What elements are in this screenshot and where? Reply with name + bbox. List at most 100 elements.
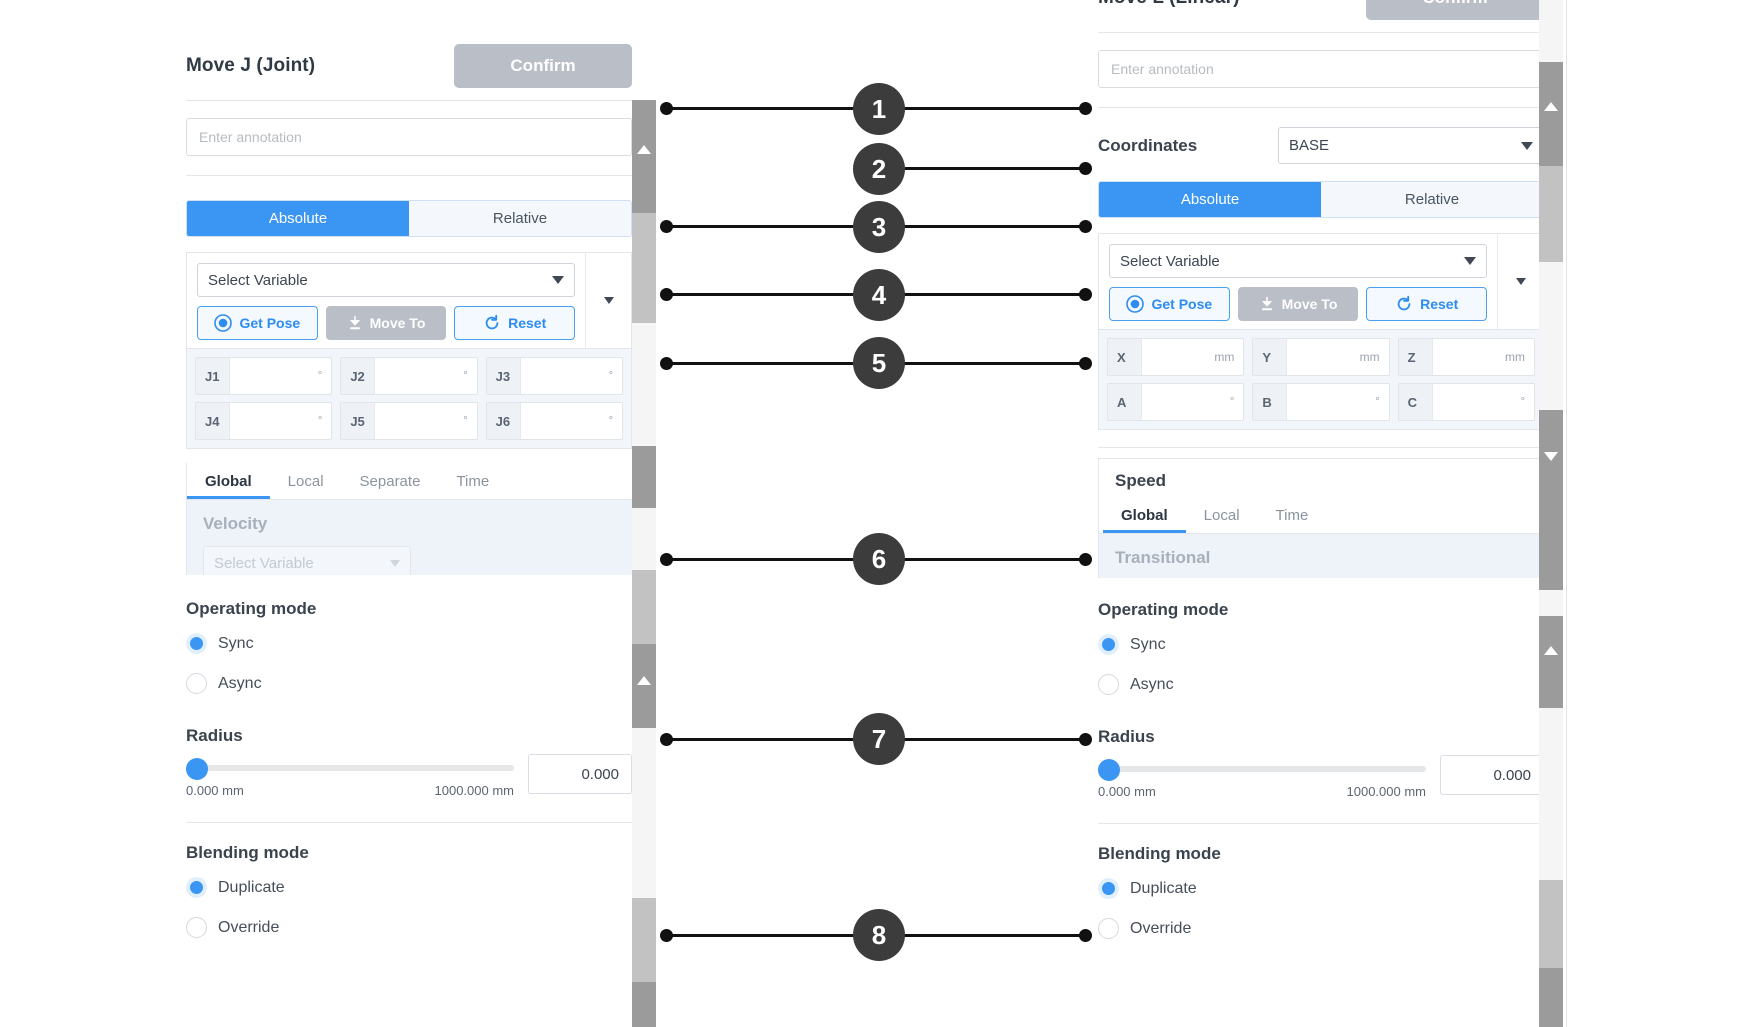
pose-field-x[interactable]: X mm [1107, 338, 1245, 376]
move-l-confirm-button[interactable]: Confirm [1366, 0, 1544, 20]
scrollbar-gap[interactable] [632, 508, 656, 570]
radius-slider[interactable] [1098, 759, 1426, 781]
radio-icon-selected[interactable] [1098, 878, 1119, 899]
scrollbar-thumb-mid[interactable] [632, 446, 656, 508]
move-j-expand-toggle[interactable] [585, 253, 631, 348]
joint-field-j5[interactable]: J5 ° [340, 402, 478, 440]
joint-field-j6[interactable]: J6 ° [485, 402, 623, 440]
move-j-move-to-button[interactable]: Move To [325, 306, 447, 340]
move-l-relative-tab[interactable]: Relative [1321, 182, 1543, 217]
move-j-speed-tabs[interactable]: Global Local Separate Time [187, 463, 632, 500]
move-l-mode-toggle[interactable]: Absolute Relative [1098, 181, 1544, 218]
move-j-confirm-button[interactable]: Confirm [454, 44, 632, 88]
move-j-reset-button[interactable]: Reset [454, 306, 576, 340]
joint-field-j4[interactable]: J4 ° [195, 402, 333, 440]
scrollbar-thumb-bottom[interactable] [1539, 968, 1563, 1027]
move-j-scrollbar[interactable] [632, 100, 656, 1027]
move-j-relative-tab[interactable]: Relative [409, 201, 631, 236]
move-l-move-to-button[interactable]: Move To [1237, 287, 1359, 321]
radio-duplicate[interactable]: Duplicate [186, 877, 632, 898]
pose-field-a[interactable]: A ° [1107, 383, 1245, 421]
scrollbar-track-bottom[interactable] [632, 898, 656, 982]
radio-sync[interactable]: Sync [186, 633, 632, 654]
scrollbar-thumb-lower[interactable] [632, 644, 656, 728]
move-j-variable-select[interactable]: Select Variable [197, 263, 575, 297]
scrollbar-track-upper[interactable] [1539, 166, 1563, 262]
radio-icon-selected[interactable] [1098, 634, 1119, 655]
scrollbar-thumb-mid[interactable] [1539, 410, 1563, 510]
scrollbar-thumb-top[interactable] [632, 100, 656, 213]
scrollbar-gap[interactable] [1539, 590, 1563, 616]
velocity-variable-select[interactable]: Select Variable [203, 546, 411, 575]
slider-track[interactable] [1109, 766, 1426, 772]
pose-field-value[interactable] [1433, 339, 1505, 375]
joint-field-j3[interactable]: J3 ° [485, 357, 623, 395]
pose-field-value[interactable] [1142, 339, 1214, 375]
radius-slider[interactable] [186, 758, 514, 780]
pose-field-b[interactable]: B ° [1252, 383, 1390, 421]
scroll-down-arrow-icon[interactable] [1544, 452, 1558, 461]
slider-track[interactable] [197, 765, 514, 771]
scrollbar-gap[interactable] [632, 728, 656, 898]
radio-icon-selected[interactable] [186, 877, 207, 898]
tab-local[interactable]: Local [1203, 507, 1240, 524]
scrollbar-track-upper[interactable] [632, 213, 656, 323]
scrollbar-gap[interactable] [1539, 0, 1563, 62]
radio-icon[interactable] [186, 917, 207, 938]
move-l-scrollbar[interactable] [1539, 0, 1563, 1027]
scrollbar-track-bottom[interactable] [1539, 880, 1563, 968]
joint-field-value[interactable] [521, 358, 609, 394]
scrollbar-track-lower[interactable] [632, 570, 656, 644]
scroll-up-arrow-icon[interactable] [637, 676, 651, 685]
pose-field-z[interactable]: Z mm [1397, 338, 1535, 376]
joint-field-value[interactable] [230, 403, 318, 439]
pose-field-value[interactable] [1287, 339, 1359, 375]
scrollbar-thumb-bottom[interactable] [632, 982, 656, 1027]
scrollbar-thumb-top[interactable] [1539, 62, 1563, 166]
move-j-mode-toggle[interactable]: Absolute Relative [186, 200, 632, 237]
move-l-reset-button[interactable]: Reset [1366, 287, 1488, 321]
radio-duplicate[interactable]: Duplicate [1098, 878, 1544, 899]
pose-field-value[interactable] [1142, 384, 1230, 420]
move-j-get-pose-button[interactable]: Get Pose [197, 306, 318, 340]
tab-global[interactable]: Global [1103, 497, 1186, 533]
joint-field-j2[interactable]: J2 ° [340, 357, 478, 395]
move-l-absolute-tab[interactable]: Absolute [1099, 182, 1321, 217]
tab-time[interactable]: Time [456, 473, 490, 490]
tab-separate[interactable]: Separate [359, 473, 421, 490]
scroll-up-arrow-icon[interactable] [1544, 102, 1558, 111]
move-l-get-pose-button[interactable]: Get Pose [1109, 287, 1230, 321]
joint-field-j1[interactable]: J1 ° [195, 357, 333, 395]
move-l-annotation-input[interactable] [1098, 50, 1544, 88]
pose-field-value[interactable] [1433, 384, 1521, 420]
scrollbar-thumb-mid-2[interactable] [1539, 510, 1563, 590]
scrollbar-thumb-lower[interactable] [1539, 616, 1563, 708]
scrollbar-gap[interactable] [632, 323, 656, 446]
radio-sync[interactable]: Sync [1098, 634, 1544, 655]
move-l-variable-select[interactable]: Select Variable [1109, 244, 1487, 278]
radius-value-input[interactable]: 0.000 [528, 754, 632, 794]
move-l-speed-tabs[interactable]: Global Local Time [1099, 497, 1543, 534]
slider-knob[interactable] [1098, 759, 1120, 781]
radio-override[interactable]: Override [1098, 918, 1544, 939]
radio-icon[interactable] [1098, 918, 1119, 939]
radio-icon[interactable] [1098, 674, 1119, 695]
joint-field-value[interactable] [375, 358, 463, 394]
pose-field-y[interactable]: Y mm [1252, 338, 1390, 376]
slider-knob[interactable] [186, 758, 208, 780]
move-j-annotation-input[interactable] [186, 118, 632, 156]
scrollbar-gap[interactable] [1539, 262, 1563, 410]
radio-icon-selected[interactable] [186, 633, 207, 654]
tab-local[interactable]: Local [287, 473, 324, 490]
pose-field-value[interactable] [1287, 384, 1375, 420]
tab-global[interactable]: Global [187, 463, 270, 499]
coordinates-select[interactable]: BASE [1278, 127, 1544, 164]
move-l-expand-toggle[interactable] [1497, 234, 1543, 329]
radio-icon[interactable] [186, 673, 207, 694]
tab-time[interactable]: Time [1275, 507, 1309, 524]
joint-field-value[interactable] [230, 358, 318, 394]
radio-override[interactable]: Override [186, 917, 632, 938]
radio-async[interactable]: Async [1098, 674, 1544, 695]
joint-field-value[interactable] [521, 403, 609, 439]
scrollbar-gap[interactable] [1539, 708, 1563, 880]
